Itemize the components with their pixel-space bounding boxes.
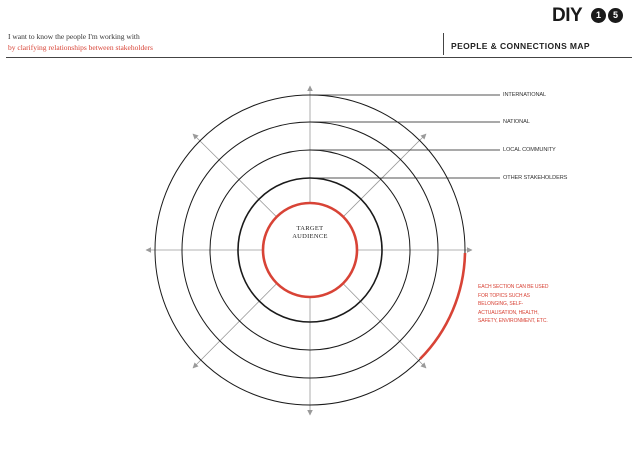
- intro-subline: by clarifying relationships between stak…: [8, 43, 153, 52]
- section-note: EACH SECTION CAN BE USED FOR TOPICS SUCH…: [478, 284, 549, 324]
- logo-text: DIY: [552, 5, 583, 26]
- header-divider-horizontal: [6, 57, 632, 58]
- center-label-line: TARGET: [296, 225, 324, 232]
- page-title: PEOPLE & CONNECTIONS MAP: [451, 41, 591, 51]
- target-audience-circle: [261, 201, 359, 299]
- layer-label-local-community: LOCAL COMMUNITY: [503, 147, 556, 153]
- logo-number-badge: 5: [608, 8, 623, 23]
- header-divider-vertical: [443, 33, 444, 55]
- highlight-section-arc: [419, 252, 467, 360]
- layer-label-other-stakeholders: OTHER STAKEHOLDERS: [503, 175, 568, 181]
- layer-label-international: INTERNATIONAL: [503, 92, 547, 98]
- intro-text: I want to know the people I'm working wi…: [8, 31, 153, 53]
- intro-line: I want to know the people I'm working wi…: [8, 32, 140, 41]
- target-audience-label: TARGET AUDIENCE: [272, 225, 348, 241]
- center-label-line: AUDIENCE: [292, 233, 328, 240]
- layer-label-national: NATIONAL: [503, 119, 530, 125]
- logo-number-badge: 1: [591, 8, 606, 23]
- diy-logo: DIY 1 5: [552, 4, 634, 28]
